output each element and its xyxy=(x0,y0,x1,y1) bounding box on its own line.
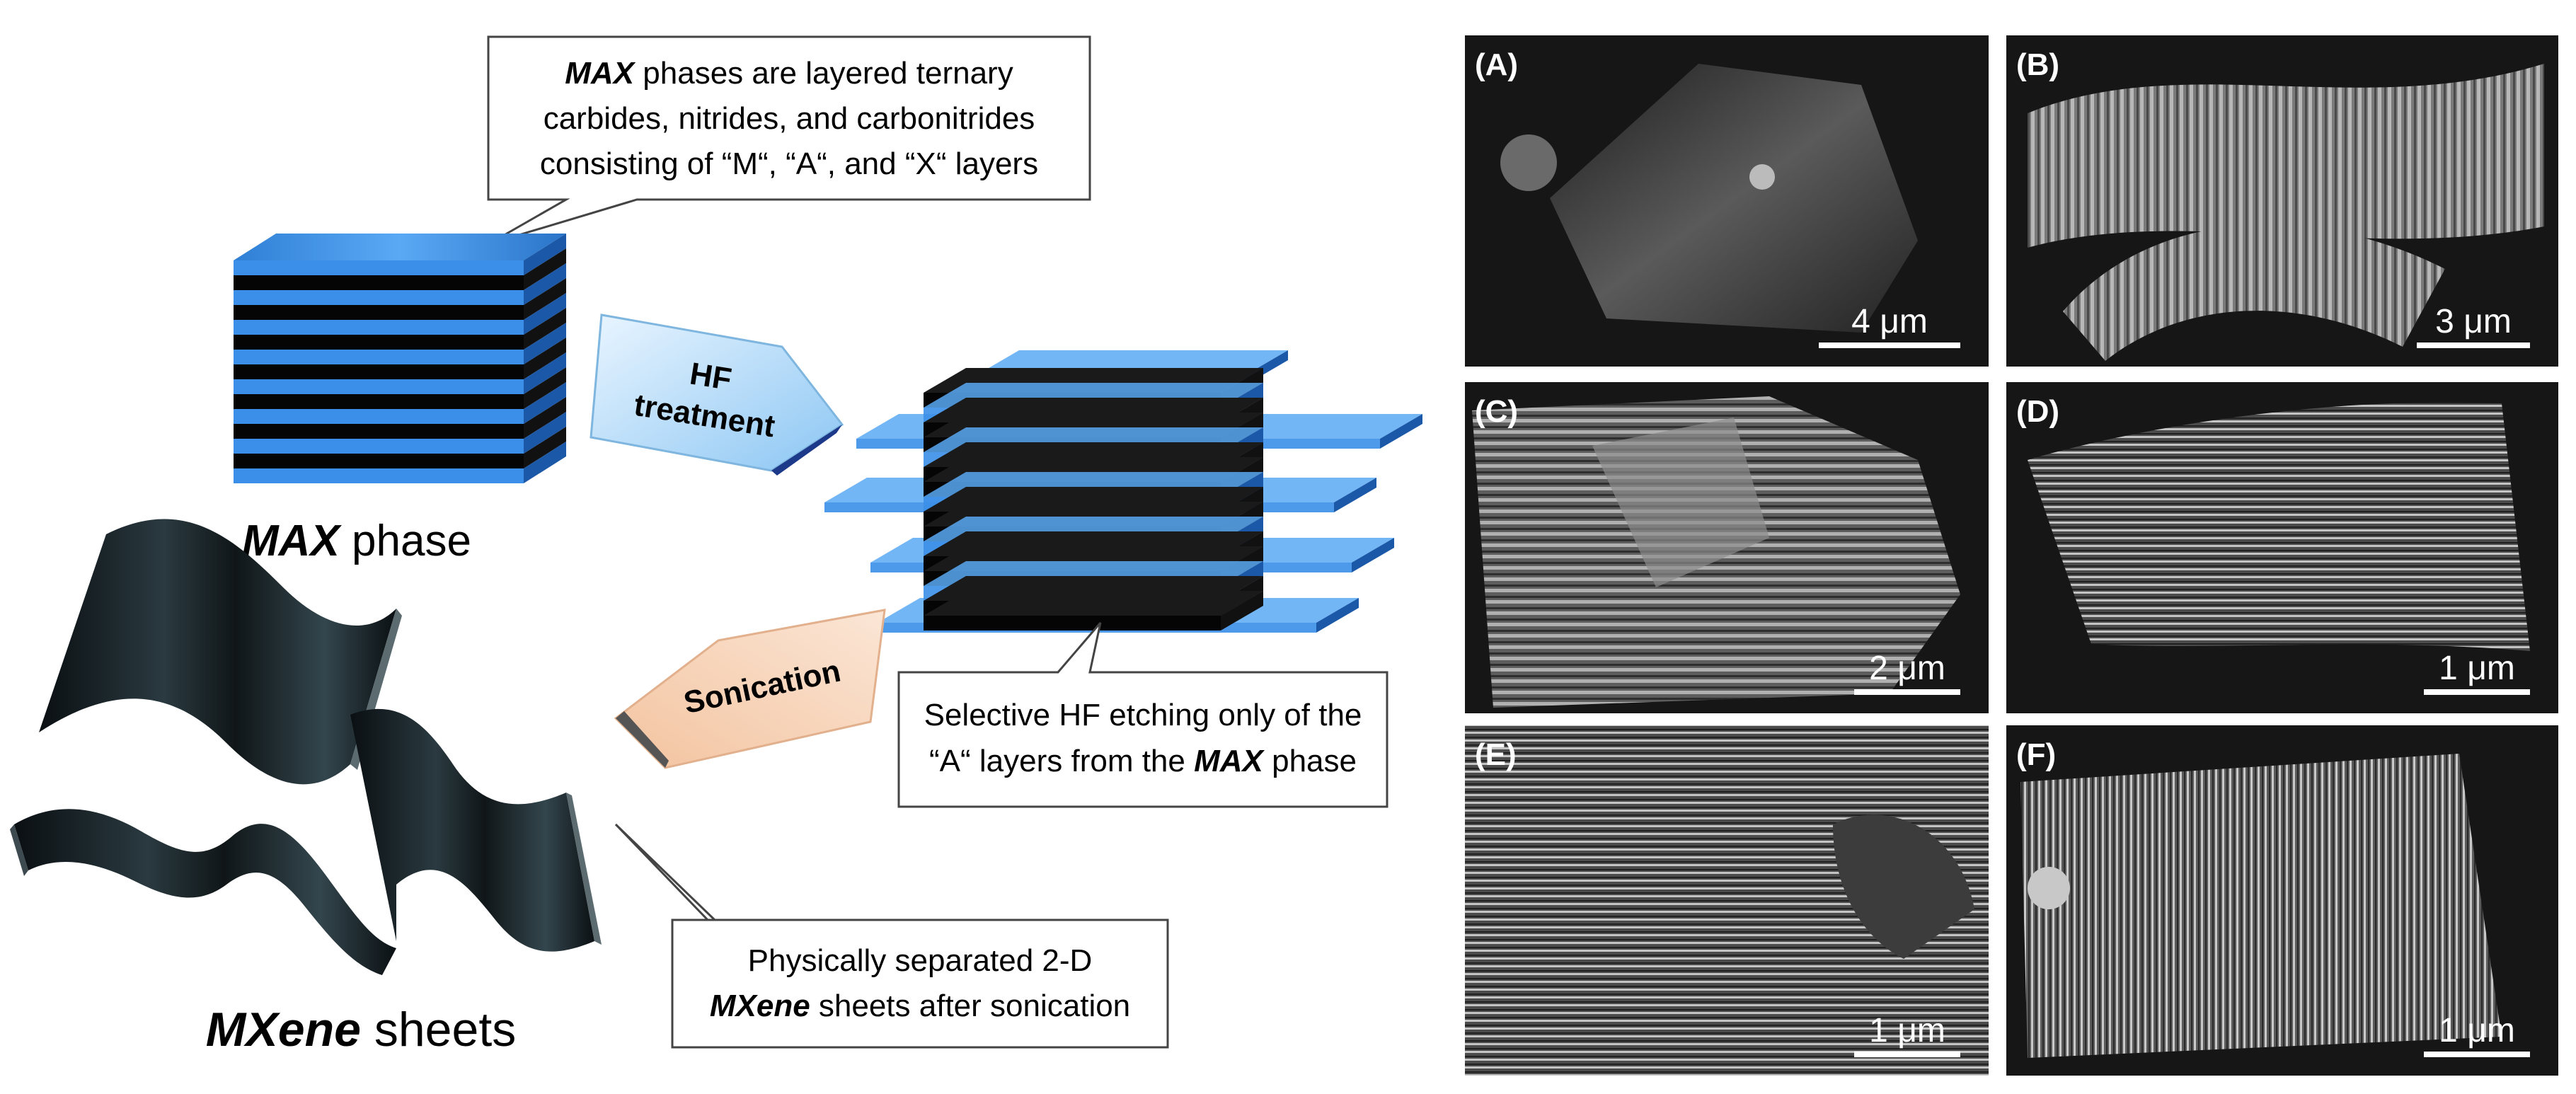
sem-panel-label: (A) xyxy=(1475,47,1518,82)
sem-panel-label: (E) xyxy=(1475,737,1517,772)
sem-panel-a: (A) 4 μm xyxy=(1465,35,1989,367)
max-callout: MAX phases are layered ternary carbides,… xyxy=(488,37,1090,244)
max-stack-layer xyxy=(234,364,524,379)
sem-panel-b: (B) 3 μm xyxy=(2006,35,2558,367)
sem-panel-f: (F) 1 μm xyxy=(2006,725,2558,1076)
mxene-callout: Physically separated 2-D MXene sheets af… xyxy=(616,824,1168,1047)
max-stack-top-face xyxy=(234,234,566,260)
max-phase-label: MAX phase xyxy=(242,517,471,565)
etch-callout-line1: Selective HF etching only of the xyxy=(924,698,1362,732)
sem-panel-d: (D) 1 μm xyxy=(2006,382,2558,713)
sem-scale-bar xyxy=(2417,342,2530,348)
max-stack-layer xyxy=(234,409,524,424)
sem-scale-label: 2 μm xyxy=(1869,650,1945,687)
etch-callout: Selective HF etching only of the “A“ lay… xyxy=(899,623,1387,807)
etched-layer xyxy=(924,616,1221,631)
sonication-arrow: Sonication xyxy=(616,610,885,768)
max-stack-layer xyxy=(234,350,524,364)
max-stack-layer xyxy=(234,468,524,483)
sem-particle xyxy=(1500,134,1557,191)
sem-scale-bar xyxy=(1854,1052,1960,1057)
max-stack-layer xyxy=(234,454,524,468)
sem-scale-bar xyxy=(1854,689,1960,695)
sem-panel-e: (E) 1 μm xyxy=(1465,725,1989,1076)
sem-micrograph-grid: (A) 4 μm (B) 3 μm (C) 2 μm (D) 1 μm (E) 1 μm (F) 1 … xyxy=(1465,35,2558,1076)
sem-scale-label: 1 μm xyxy=(1869,1012,1945,1049)
sem-particle xyxy=(2028,867,2070,909)
mxene-sheets-illustration xyxy=(10,519,602,975)
max-stack-layer xyxy=(234,394,524,409)
etched-max-stack xyxy=(824,350,1422,633)
sem-scale-bar xyxy=(2424,689,2530,695)
max-stack-layer xyxy=(234,260,524,275)
etched-layer-top xyxy=(924,591,1263,616)
sem-panel-label: (D) xyxy=(2016,394,2059,429)
sem-panel-c: (C) 2 μm xyxy=(1465,382,1989,713)
mxene-callout-line1: Physically separated 2-D xyxy=(748,943,1093,978)
mxene-sheets-label: MXene sheets xyxy=(206,1003,516,1056)
max-phase-stack xyxy=(234,234,566,483)
max-stack-layer xyxy=(234,439,524,454)
max-callout-line3: consisting of “M“, “A“, and “X“ layers xyxy=(540,146,1038,181)
max-stack-layer xyxy=(234,290,524,305)
mxene-sheet-2 xyxy=(350,709,602,952)
sem-scale-label: 1 μm xyxy=(2439,1012,2515,1049)
etch-callout-line2: “A“ layers from the MAX phase xyxy=(929,744,1357,778)
max-stack-layer xyxy=(234,424,524,439)
sem-panel-label: (B) xyxy=(2016,47,2059,82)
mxene-sheet-3 xyxy=(10,809,396,975)
sem-particle xyxy=(1749,164,1775,190)
max-stack-layer xyxy=(234,379,524,394)
sem-panel-label: (C) xyxy=(1475,394,1518,429)
hf-arrow-line1: HF xyxy=(687,356,734,397)
mxene-callout-line2: MXene sheets after sonication xyxy=(710,989,1130,1023)
sem-panel-label: (F) xyxy=(2016,737,2056,772)
max-callout-line2: carbides, nitrides, and carbonitrides xyxy=(544,101,1035,136)
hf-treatment-arrow: HF treatment xyxy=(591,315,842,476)
max-stack-layer xyxy=(234,275,524,290)
sem-specimen xyxy=(2020,754,2502,1058)
max-stack-layer xyxy=(234,335,524,350)
max-stack-layer xyxy=(234,305,524,320)
sem-scale-bar xyxy=(1819,342,1960,348)
sem-scale-label: 4 μm xyxy=(1851,303,1928,340)
max-stack-layer xyxy=(234,320,524,335)
max-callout-line1: MAX phases are layered ternary xyxy=(565,56,1013,91)
sem-scale-label: 1 μm xyxy=(2439,650,2515,687)
sem-scale-label: 3 μm xyxy=(2435,303,2512,340)
sem-scale-bar xyxy=(2424,1052,2530,1057)
